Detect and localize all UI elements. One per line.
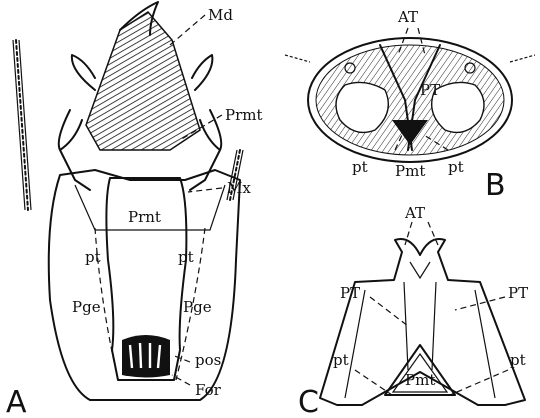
panel-b: AT PT pt Pmt pt B [285,8,535,203]
panel-a: Md Prmt Mx Prnt pt pt Pge Pge pos For A [6,2,263,418]
antenna-b-right [510,55,535,62]
panel-c-letter: C [298,385,319,418]
leader-pt-c-low-right [450,370,508,395]
foramen [122,335,170,378]
antenna-b-left [285,55,310,62]
label-prmt: Prmt [225,106,263,124]
label-pmt-b: Pmt [395,162,425,180]
label-for: For [195,381,222,399]
label-pt-c-right: pt [510,351,526,369]
label-pt-c-left: pt [333,351,349,369]
label-pt-right: pt [178,248,194,266]
panel-b-letter: B [485,168,506,203]
label-pmt-c: Pmt [405,371,435,389]
at-arch [410,262,430,278]
inner-ridges [404,282,436,370]
leader-pt-c-right [455,297,505,310]
leader-md [170,15,205,45]
label-pt-c-upper-right: PT [508,284,528,302]
label-prnt: Prnt [128,208,161,226]
label-pge-right: Pge [183,298,212,316]
lobe-left [336,82,388,132]
mandible-muscles [86,12,200,150]
label-pt-c-upper-left: PT [340,284,360,302]
label-pt-b-left: pt [352,158,368,176]
label-pge-left: Pge [72,298,101,316]
label-at-b: AT [397,8,418,26]
label-pt-b-upper: PT [420,81,440,99]
label-pt-left: pt [85,248,101,266]
antenna-left [13,40,31,210]
label-pos: pos [195,351,221,369]
leader-pt-c-left [370,297,408,326]
label-pt-b-right: pt [448,158,464,176]
panel-c: AT PT PT pt Pmt pt C [298,204,528,418]
label-at-c: AT [404,204,425,222]
label-md: Md [208,6,233,24]
label-mx: Mx [227,179,251,197]
panel-a-letter: A [6,385,27,418]
